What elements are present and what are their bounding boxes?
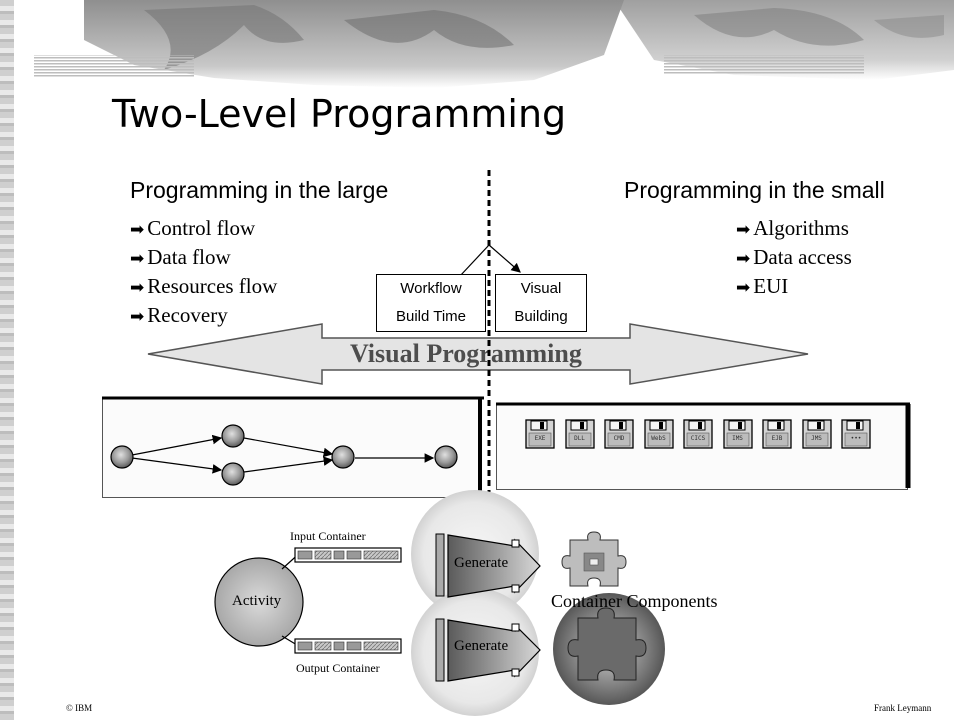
component-icon: EJB <box>762 419 792 449</box>
bullet-text: Data access <box>753 245 852 269</box>
list-item: ➡Data flow <box>130 243 277 272</box>
list-item: ➡EUI <box>736 272 852 301</box>
visual-box-line1: Visual <box>520 280 562 297</box>
footer-author: Frank Leymann <box>874 703 932 713</box>
component-icon-row: EXE DLL CMD WebS CICS IMS EJB JMS ••• <box>525 419 885 449</box>
bullet-text: Recovery <box>147 303 228 327</box>
component-icon-label: EJB <box>771 435 783 442</box>
activity-label: Activity <box>232 593 282 609</box>
bullet-text: Data flow <box>147 245 231 269</box>
component-icon: WebS <box>643 419 674 449</box>
list-item: ➡Control flow <box>130 214 277 243</box>
container-components-label: Container Components <box>551 591 718 611</box>
generate-label-bottom: Generate <box>454 638 509 654</box>
component-icon: EXE <box>525 419 555 449</box>
list-item: ➡Algorithms <box>736 214 852 243</box>
visual-programming-label: Visual Programming <box>350 339 582 368</box>
right-arrow-icon: ➡ <box>130 220 145 240</box>
slide-title: Two-Level Programming <box>112 92 567 136</box>
component-icon-label: CMD <box>613 435 625 442</box>
generate-label-top: Generate <box>454 555 509 571</box>
right-arrow-icon: ➡ <box>736 249 751 269</box>
component-icon-label: EXE <box>534 435 546 442</box>
component-icon: IMS <box>722 419 753 449</box>
right-heading: Programming in the small <box>624 177 885 203</box>
components-panel <box>496 404 908 490</box>
component-icon-label: WebS <box>651 435 666 442</box>
right-arrow-icon: ➡ <box>130 307 145 327</box>
list-item: ➡Recovery <box>130 301 277 330</box>
visual-building-box: Visual Building <box>495 274 587 332</box>
visual-box-line2: Building <box>514 308 568 325</box>
bullet-text: Control flow <box>147 216 256 240</box>
right-arrow-icon: ➡ <box>736 278 751 298</box>
input-container-label: Input Container <box>290 529 366 543</box>
output-container-label: Output Container <box>296 661 380 675</box>
right-arrow-icon: ➡ <box>130 249 145 269</box>
left-texture-strip <box>0 0 14 720</box>
component-icon-label: JMS <box>811 435 822 442</box>
left-bullet-list: ➡Control flow ➡Data flow ➡Resources flow… <box>130 214 277 330</box>
footer-copyright: © IBM <box>66 703 93 713</box>
component-icon-label: ••• <box>850 435 862 442</box>
list-item: ➡Resources flow <box>130 272 277 301</box>
component-icon: CICS <box>683 419 713 449</box>
right-arrow-icon: ➡ <box>736 220 751 240</box>
list-item: ➡Data access <box>736 243 852 272</box>
left-heading: Programming in the large <box>130 177 389 203</box>
component-icon-label: CICS <box>690 435 706 442</box>
workflow-build-time-box: Workflow Build Time <box>376 274 486 332</box>
right-bullet-list: ➡Algorithms ➡Data access ➡EUI <box>736 214 852 301</box>
workflow-box-line1: Workflow <box>400 280 462 297</box>
right-arrow-icon: ➡ <box>130 278 145 298</box>
bullet-text: Resources flow <box>147 274 278 298</box>
component-icon: CMD <box>604 419 634 449</box>
component-icon: JMS <box>801 419 832 449</box>
bullet-text: Algorithms <box>753 216 849 240</box>
bullet-text: EUI <box>753 274 789 298</box>
component-icon-label: IMS <box>732 435 743 442</box>
workflow-box-line2: Build Time <box>395 308 467 325</box>
banner-image <box>14 0 954 95</box>
component-icon-label: DLL <box>574 435 585 442</box>
component-icon: ••• <box>841 419 871 449</box>
component-icon: DLL <box>564 419 595 449</box>
